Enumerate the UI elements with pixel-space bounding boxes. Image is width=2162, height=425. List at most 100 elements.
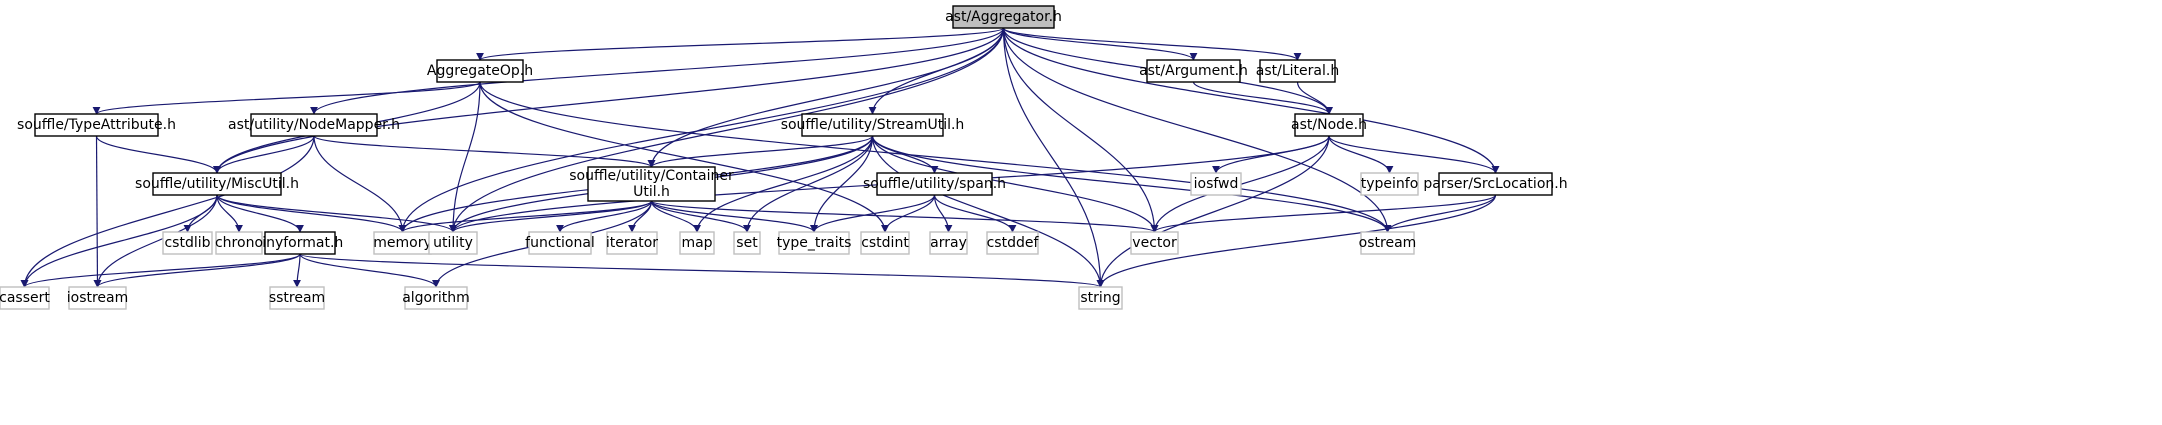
edge-typeattr-to-iostream [93, 135, 102, 288]
node-label: chrono [215, 235, 263, 251]
edge-container-to-set [650, 200, 751, 233]
node-label: ast/Node.h [1291, 117, 1367, 133]
node-box [1146, 59, 1241, 83]
node-label: utility [433, 235, 473, 251]
node-label: set [736, 235, 758, 251]
node-box [269, 286, 325, 310]
edge-tinyformat-to-algorithm [299, 253, 440, 288]
edge-tinyformat-to-sstream [293, 253, 302, 288]
node-box [1130, 231, 1179, 255]
edge-astnode-to-typeinfo [1328, 135, 1394, 174]
edge-nodemapper-to-memory [313, 135, 407, 233]
node-label: souffle/utility/span.h [863, 176, 1006, 192]
edge-nodemapper-to-miscutil [213, 135, 315, 174]
node-box [1259, 59, 1336, 83]
edge-nodemapper-to-cassert [20, 135, 315, 288]
node-box [428, 231, 478, 255]
edge-tinyformat-to-string [299, 253, 1105, 288]
edge-typeattr-to-miscutil [95, 135, 221, 174]
edge-root-to-string [1002, 27, 1105, 288]
node-vector: vector [1130, 231, 1179, 255]
node-label: ast/utility/NodeMapper.h [228, 117, 400, 133]
edge-aggop-to-cstdint [479, 81, 889, 233]
node-box [952, 5, 1055, 29]
node-label: iosfwd [1194, 176, 1239, 192]
node-label: Util.h [633, 184, 670, 200]
node-type-traits: type_traits [777, 231, 852, 255]
node-box [436, 59, 524, 83]
node-box [250, 113, 378, 137]
edge-streamutil-to-vector [871, 135, 1159, 233]
node-map: map [679, 231, 715, 255]
edge-container-to-memory [398, 200, 653, 233]
edge-root-to-ostream [1002, 27, 1392, 233]
node-cstddef: cstddef [986, 231, 1039, 255]
node-souffle-utility-miscutil-h[interactable]: souffle/utility/MiscUtil.h [135, 172, 299, 196]
node-box [215, 231, 263, 255]
node-label: type_traits [777, 235, 852, 251]
node-label: functional [525, 235, 595, 251]
node-box [860, 231, 910, 255]
edge-streamutil-to-type_traits [810, 135, 874, 233]
node-sstream: sstream [269, 286, 325, 310]
edge-root-to-argument [1002, 27, 1198, 61]
node-ast-utility-nodemapper-h[interactable]: ast/utility/NodeMapper.h [228, 113, 400, 137]
node-ast-node-h[interactable]: ast/Node.h [1291, 113, 1367, 137]
node-label: ast/Argument.h [1139, 63, 1248, 79]
node-box [34, 113, 159, 137]
edge-span-to-cstddef [933, 194, 1017, 233]
node-box [1294, 113, 1364, 137]
node-label: array [930, 235, 967, 251]
node-label: souffle/utility/StreamUtil.h [781, 117, 965, 133]
node-label: ast/Literal.h [1256, 63, 1339, 79]
node-ast-argument-h[interactable]: ast/Argument.h [1139, 59, 1248, 83]
node-utility: utility [428, 231, 478, 255]
node-label: ast/Aggregator.h [945, 9, 1062, 25]
node-box [264, 231, 336, 255]
node-souffle-utility-span-h[interactable]: souffle/utility/span.h [863, 172, 1006, 196]
node-label: map [681, 235, 712, 251]
node-label: souffle/utility/Container [569, 168, 734, 184]
edge-streamutil-to-ostream [871, 135, 1392, 233]
node-label: souffle/TypeAttribute.h [17, 117, 176, 133]
node-parser-srclocation-h[interactable]: parser/SrcLocation.h [1423, 172, 1568, 196]
edge-root-to-nodemapper [310, 27, 1005, 115]
node-ast-aggregator-h[interactable]: ast/Aggregator.h [945, 5, 1062, 29]
edge-srcloc-to-string [1096, 194, 1497, 288]
node-box [606, 231, 658, 255]
node-label: souffle/utility/MiscUtil.h [135, 176, 299, 192]
edge-aggop-to-ostream [479, 81, 1392, 233]
node-box [68, 286, 127, 310]
edge-root-to-container [647, 27, 1005, 168]
node-box [733, 231, 761, 255]
node-label: parser/SrcLocation.h [1423, 176, 1567, 192]
edge-srcloc-to-ostream [1383, 194, 1497, 233]
node-box [152, 172, 282, 196]
node-label: algorithm [402, 290, 470, 306]
node-aggregateop-h[interactable]: AggregateOp.h [427, 59, 533, 83]
edge-miscutil-to-tinyformat [216, 194, 304, 233]
edge-miscutil-to-chrono [216, 194, 243, 233]
edge-streamutil-to-map [693, 135, 874, 233]
edge-root-to-memory [398, 27, 1005, 233]
edge-astnode-to-string [1096, 135, 1330, 288]
node-box [1078, 286, 1123, 310]
edge-tinyformat-to-iostream [93, 253, 301, 288]
edge-streamutil-to-set [743, 135, 874, 233]
node-ast-literal-h[interactable]: ast/Literal.h [1256, 59, 1339, 83]
edge-streamutil-to-span [871, 135, 939, 174]
edge-miscutil-to-cassert [20, 194, 218, 288]
node-souffle-utility-streamutil-h[interactable]: souffle/utility/StreamUtil.h [781, 113, 965, 137]
edge-miscutil-to-iostream [93, 194, 218, 288]
node-string: string [1078, 286, 1123, 310]
node-souffle-typeattribute-h[interactable]: souffle/TypeAttribute.h [17, 113, 176, 137]
node-label: typeinfo [1361, 176, 1419, 192]
edge-container-to-utility [449, 200, 653, 233]
node-box [1360, 231, 1415, 255]
node-box [801, 113, 944, 137]
node-tinyformat-h[interactable]: tinyformat.h [257, 231, 344, 255]
node-label: cassert [0, 290, 50, 306]
